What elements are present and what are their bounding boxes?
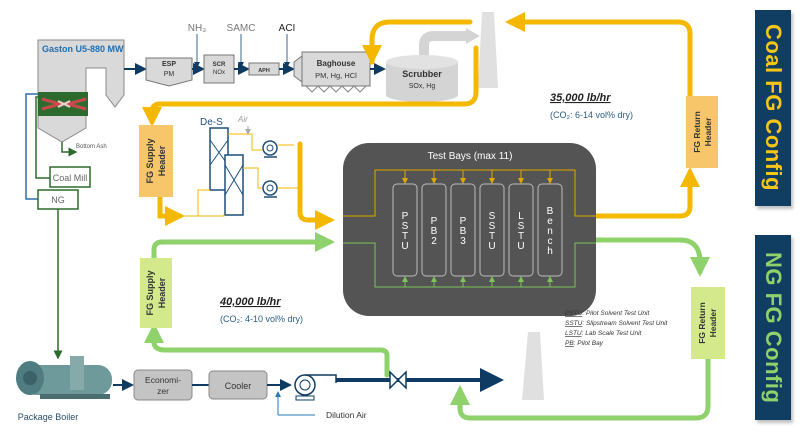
ng-fg-return-header: FG Return Header [691, 287, 725, 359]
legend-item: SSTU: Slipstream Solvent Test Unit [565, 320, 669, 327]
ng-co2-range: (CO₂: 4-10 vol% dry) [220, 314, 303, 324]
svg-text:zer: zer [157, 386, 169, 396]
svg-text:Header: Header [708, 308, 718, 338]
coal-fg-config-label: Coal FG Config [761, 24, 786, 192]
test-bay-pb2: PB2 [421, 170, 447, 287]
plant-title: Gaston U5-880 MW [42, 44, 124, 54]
svg-text:ESP: ESP [162, 61, 176, 68]
bay-letter: P [431, 216, 438, 227]
coal-co2-range: (CO₂: 6-14 vol% dry) [550, 110, 633, 120]
bay-letter: 2 [431, 236, 437, 247]
coal-mill-label: Coal Mill [53, 173, 88, 183]
bay-letter: n [547, 226, 553, 237]
bay-letter: S [518, 221, 525, 232]
bay-letter: S [489, 211, 496, 222]
coal-flow-rate: 35,000 lb/hr [550, 92, 611, 104]
svg-text:PM: PM [164, 71, 175, 78]
bay-letter: S [402, 221, 409, 232]
coal-boiler: Gaston U5-880 MW Bottom Ash [37, 39, 125, 157]
legend-item: PSTU: Pilot Solvent Test Unit [565, 310, 650, 317]
coal-fg-loop [142, 12, 700, 230]
bay-letter: S [489, 221, 496, 232]
nh3-label: NH₃ [188, 23, 207, 34]
test-bays-block: Test Bays (max 11) PSTUPB2PB3SSTULSTUBen… [343, 143, 596, 316]
ng-label: NG [51, 195, 65, 205]
svg-text:Package Boiler: Package Boiler [18, 412, 79, 422]
control-valve[interactable] [389, 370, 407, 390]
bay-letter: B [431, 226, 438, 237]
bay-letter: c [548, 236, 553, 247]
package-boiler: Package Boiler [16, 356, 112, 422]
coal-mill-box [49, 166, 91, 188]
svg-text:De-S: De-S [200, 117, 223, 128]
esp-unit: ESP PM [145, 57, 193, 87]
ng-blower [294, 374, 337, 401]
baghouse-unit: Baghouse PM, Hg, HCl [293, 51, 371, 93]
cooler-unit: Cooler [208, 370, 268, 400]
legend-item: PB: Pilot Bay [565, 340, 604, 347]
bay-letter: e [547, 216, 553, 227]
bay-letter: U [401, 241, 408, 252]
de-s-absorbers: De-S Air [180, 115, 262, 217]
scrubber-unit: Scrubber SOx, Hg [386, 28, 480, 102]
test-bays-title: Test Bays (max 11) [428, 151, 513, 162]
bay-letter: U [517, 241, 524, 252]
ng-fg-config-panel: NG FG Config [755, 235, 791, 420]
economizer-unit: Economi- zer [133, 369, 193, 401]
coal-blower-1 [262, 140, 278, 158]
svg-text:Cooler: Cooler [225, 381, 252, 391]
coal-stack [478, 12, 498, 88]
bay-letter: U [488, 241, 495, 252]
bay-letter: P [460, 216, 467, 227]
svg-text:Header: Header [157, 145, 167, 176]
coal-blower-2 [262, 180, 278, 198]
svg-text:Economi-: Economi- [145, 375, 181, 385]
coal-fg-return-header: FG Return Header [686, 96, 718, 168]
svg-text:Air: Air [237, 115, 248, 124]
coal-fg-config-panel: Coal FG Config [755, 10, 791, 206]
svg-text:SCR: SCR [213, 62, 226, 68]
aph-unit: APH [248, 62, 280, 76]
svg-text:FG Return: FG Return [692, 111, 702, 153]
samc-label: SAMC [227, 23, 256, 34]
svg-text:SOx, Hg: SOx, Hg [409, 83, 436, 90]
aci-label: ACI [279, 23, 296, 34]
bay-letter: P [402, 211, 409, 222]
bay-letter: h [547, 246, 553, 257]
test-bay-pstu: PSTU [392, 170, 418, 287]
svg-text:PM, Hg, HCl: PM, Hg, HCl [315, 71, 357, 80]
bay-letter: T [518, 231, 524, 242]
svg-text:FG Supply: FG Supply [145, 271, 155, 316]
coal-fg-supply-header: FG Supply Header [139, 125, 173, 197]
svg-text:Header: Header [157, 277, 167, 308]
bay-letter: L [518, 211, 524, 222]
legend-item: LSTU: Lab Scale Test Unit [565, 330, 643, 337]
bay-letter: T [489, 231, 495, 242]
test-bay-sstu: SSTU [479, 170, 505, 287]
svg-text:Scrubber: Scrubber [402, 69, 442, 79]
ng-fg-config-label: NG FG Config [761, 251, 786, 404]
ng-flow-rate: 40,000 lb/hr [219, 296, 281, 308]
scr-unit: SCR NOx [203, 54, 235, 84]
svg-text:FG Return: FG Return [697, 302, 707, 344]
svg-text:APH: APH [258, 68, 270, 74]
bottom-ash-label: Bottom Ash [76, 144, 107, 150]
svg-text:Baghouse: Baghouse [317, 59, 356, 68]
ng-fg-loop [144, 232, 711, 421]
bay-letter: T [402, 231, 408, 242]
bay-letter: B [460, 226, 467, 237]
ng-fg-supply-header: FG Supply Header [140, 258, 172, 328]
test-bay-lstu: LSTU [508, 170, 534, 287]
bay-letter: 3 [460, 236, 466, 247]
svg-text:Header: Header [703, 117, 713, 147]
bay-letter: B [547, 206, 554, 217]
svg-text:FG Supply: FG Supply [145, 139, 155, 184]
test-bay-pb3: PB3 [450, 170, 476, 287]
svg-text:NOx: NOx [213, 70, 225, 76]
ng-stack [522, 332, 544, 400]
dilution-air-label: Dilution Air [326, 410, 367, 420]
